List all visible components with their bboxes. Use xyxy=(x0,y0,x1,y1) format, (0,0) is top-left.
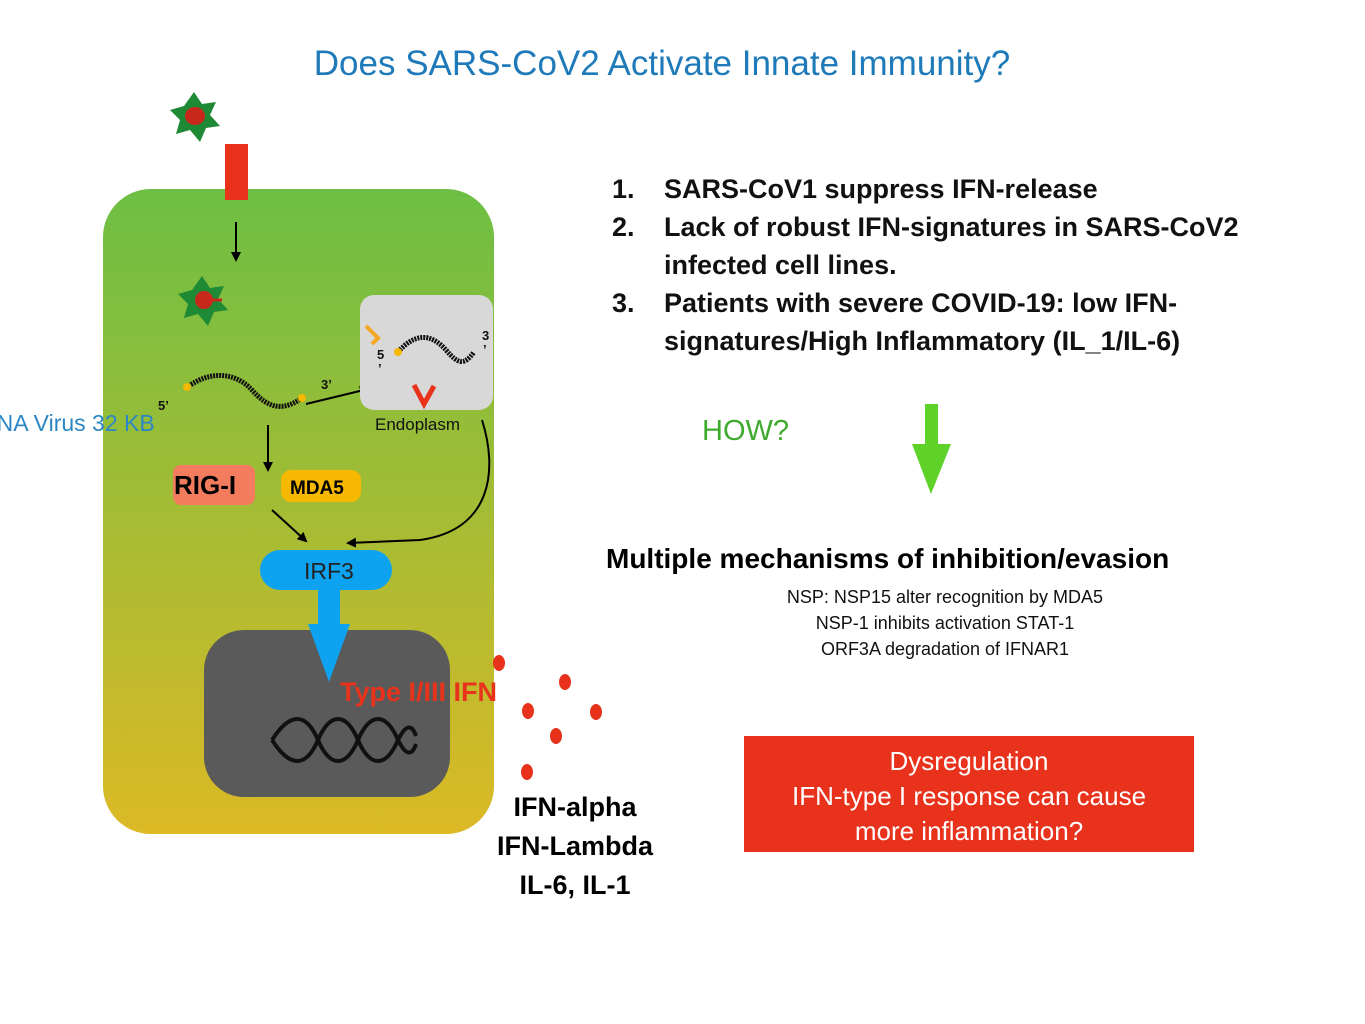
dysregulation-line: more inflammation? xyxy=(854,816,1084,846)
end-5-inner-tick: ’ xyxy=(378,361,382,376)
rig-i-box xyxy=(173,465,255,505)
end-3-outer-label: 3’ xyxy=(321,377,332,392)
dysregulation-line: Dysregulation xyxy=(889,746,1049,776)
cytokine-item: IL-6, IL-1 xyxy=(519,870,631,900)
end-5-outer-label: 5’ xyxy=(158,398,169,413)
mechanism-item: NSP: NSP15 alter recognition by MDA5 xyxy=(786,587,1104,607)
cytokine-list: IFN-alpha IFN-Lambda IL-6, IL-1 xyxy=(470,788,680,905)
dna-helix-icon xyxy=(270,717,418,763)
how-arrow-head xyxy=(912,444,951,494)
dysregulation-box: Dysregulation IFN-type I response can ca… xyxy=(744,736,1194,852)
cytokine-item: IFN-alpha xyxy=(513,792,637,822)
finding-number: 1. xyxy=(612,174,635,204)
irf3-label: IRF3 xyxy=(304,558,354,584)
endoplasm-box xyxy=(360,295,493,410)
rig-i-label: RIG-I xyxy=(174,470,237,500)
rna-virus-label: RNA Virus 32 KB xyxy=(0,410,155,436)
finding-text: SARS-CoV1 suppress IFN-release xyxy=(664,174,1098,204)
findings-list: 1. SARS-CoV1 suppress IFN-release 2. Lack … xyxy=(612,170,1312,360)
arrow-to-irf3 xyxy=(271,509,308,543)
ifn-secretion-dots xyxy=(493,655,602,780)
mechanism-item: ORF3A degradation of IFNAR1 xyxy=(820,639,1070,659)
how-label: HOW? xyxy=(702,415,789,447)
finding-item: 3. Patients with severe COVID-19: low IFN… xyxy=(612,284,1312,360)
endoplasm-label: Endoplasm xyxy=(375,415,461,434)
finding-item: 1. SARS-CoV1 suppress IFN-release xyxy=(612,170,1312,208)
curved-arrow-endoplasm-to-irf3 xyxy=(346,419,491,548)
endo-red-fragment xyxy=(411,383,437,410)
rna-tail-dot xyxy=(298,394,306,402)
finding-number: 3. xyxy=(612,288,635,318)
mda5-box xyxy=(281,470,361,502)
irf3-pill xyxy=(260,550,392,590)
endo-orange-fragment xyxy=(364,324,381,346)
end-3-inner-tick: ’ xyxy=(483,342,487,357)
dysregulation-line: IFN-type I response can cause xyxy=(791,781,1147,811)
rna-strand xyxy=(184,373,304,409)
virus-particle-outside-icon xyxy=(170,92,220,142)
end-3-inner-label: 3 xyxy=(482,328,490,343)
mechanisms-heading: Multiple mechanisms of inhibition/evasio… xyxy=(606,543,1170,574)
finding-text: Lack of robust IFN-signatures in SARS-Co… xyxy=(664,212,1239,280)
irf3-blue-arrow-head xyxy=(308,624,350,682)
arrow-to-endoplasm xyxy=(305,386,370,405)
page-title: Does SARS-CoV2 Activate Innate Immunity? xyxy=(313,44,1011,83)
finding-text: Patients with severe COVID-19: low IFN-s… xyxy=(664,288,1181,356)
rna-cap-dot xyxy=(183,383,191,391)
type-ifn-label: Type I/III IFN xyxy=(340,677,498,707)
how-arrow-shaft xyxy=(925,404,938,446)
virus-particle-inside-icon xyxy=(178,276,228,326)
irf3-blue-arrow-shaft xyxy=(318,590,340,626)
finding-item: 2. Lack of robust IFN-signatures in SARS-… xyxy=(612,208,1312,284)
cytokine-item: IFN-Lambda xyxy=(496,831,653,861)
mechanism-item: NSP-1 inhibits activation STAT-1 xyxy=(815,613,1075,633)
receptor-bar xyxy=(225,144,248,200)
finding-number: 2. xyxy=(612,212,635,242)
mda5-label: MDA5 xyxy=(290,478,344,499)
end-5-inner-label: 5 xyxy=(377,347,385,362)
mechanisms-list: NSP: NSP15 alter recognition by MDA5 NSP… xyxy=(700,584,1190,662)
